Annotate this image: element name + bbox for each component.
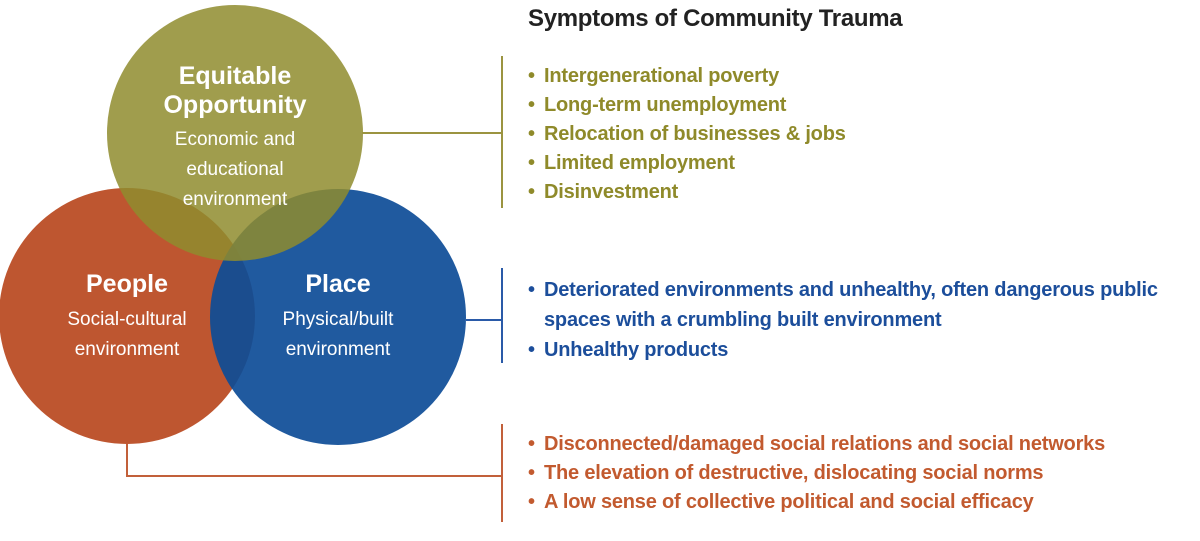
opportunity-desc-line1: Economic and [174,129,296,150]
list-item: Deteriorated environments and unhealthy,… [528,275,1184,335]
place-symptom-list: Deteriorated environments and unhealthy,… [528,275,1184,365]
opportunity-title-line1: Equitable [178,62,292,90]
people-desc-line1: Social-cultural [67,309,187,330]
list-item: The elevation of destructive, dislocatin… [528,459,1105,488]
place-desc-line1: Physical/built [282,309,394,330]
list-item: Unhealthy products [528,335,1184,365]
list-item: Relocation of businesses & jobs [528,120,846,149]
people-desc-line2: environment [74,339,180,360]
opportunity-desc-line3: environment [182,189,288,210]
people-connector-line [126,444,502,477]
people-symptom-list: Disconnected/damaged social relations an… [528,430,1105,517]
place-title: Place [305,270,371,298]
opportunity-desc-line2: educational [186,159,284,180]
people-label: People Social-cultural environment [27,270,227,365]
opportunity-title-line2: Opportunity [163,91,307,119]
list-item: A low sense of collective political and … [528,488,1105,517]
list-item: Disconnected/damaged social relations an… [528,430,1105,459]
place-label: Place Physical/built environment [238,270,438,365]
people-title: People [86,270,168,298]
opportunity-label: Equitable Opportunity Economic and educa… [135,62,335,215]
list-item: Limited employment [528,149,846,178]
place-desc-line2: environment [285,339,391,360]
page-title: Symptoms of Community Trauma [528,5,903,32]
list-item: Long-term unemployment [528,91,846,120]
list-item: Intergenerational poverty [528,62,846,91]
opportunity-symptom-list: Intergenerational poverty Long-term unem… [528,62,846,207]
opportunity-circle [107,5,363,261]
list-item: Disinvestment [528,178,846,207]
